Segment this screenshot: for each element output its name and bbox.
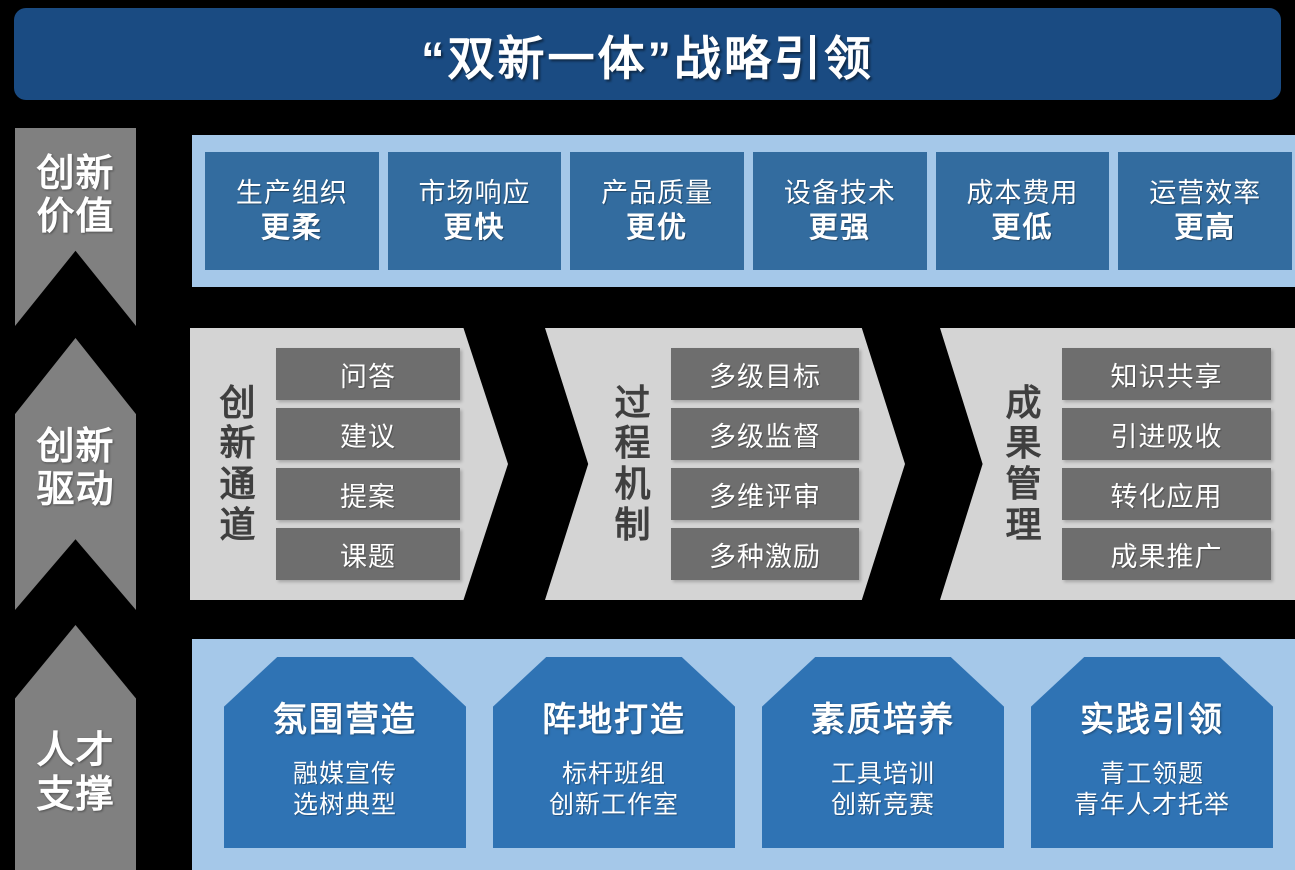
sidebar-arrow-label: 创新 价值 bbox=[36, 152, 115, 238]
value-box-highlight: 更低 bbox=[991, 211, 1054, 244]
sidebar-arrow-talent-support[interactable]: 人才 支撑 bbox=[15, 625, 136, 870]
sidebar-arrow-label: 人才 支撑 bbox=[36, 730, 115, 816]
value-box-highlight: 更柔 bbox=[260, 211, 323, 244]
process-item[interactable]: 提案 bbox=[276, 468, 460, 520]
value-box-title: 市场响应 bbox=[418, 177, 531, 208]
value-box-highlight: 更优 bbox=[626, 211, 689, 244]
talent-panel: 氛围营造 融媒宣传 选树典型 阵地打造 标杆班组 创新工作室 素质培养 工具培训… bbox=[192, 639, 1295, 870]
value-box-highlight: 更高 bbox=[1174, 211, 1237, 244]
process-item-list: 知识共享 引进吸收 转化应用 成果推广 bbox=[1062, 348, 1271, 580]
value-box-title: 生产组织 bbox=[235, 177, 348, 208]
talent-box-title: 氛围营造 bbox=[273, 700, 417, 739]
talent-box-title: 实践引领 bbox=[1080, 700, 1224, 739]
process-panel-title: 过程机制 bbox=[614, 381, 652, 545]
value-box-highlight: 更强 bbox=[808, 211, 871, 244]
process-item[interactable]: 建议 bbox=[276, 408, 460, 460]
process-item-list: 多级目标 多级监督 多维评审 多种激励 bbox=[671, 348, 859, 580]
value-box[interactable]: 成本费用 更低 bbox=[935, 152, 1110, 270]
process-panel-process-mechanism: 过程机制 多级目标 多级监督 多维评审 多种激励 bbox=[545, 328, 905, 600]
talent-box-subtitle: 标杆班组 创新工作室 bbox=[548, 759, 679, 819]
process-panel-innovation-channel: 创新通道 问答 建议 提案 课题 bbox=[190, 328, 508, 600]
talent-box[interactable]: 实践引领 青工领题 青年人才托举 bbox=[1031, 657, 1273, 848]
process-item[interactable]: 引进吸收 bbox=[1062, 408, 1271, 460]
talent-box-subtitle: 青工领题 青年人才托举 bbox=[1073, 759, 1230, 819]
value-box[interactable]: 设备技术 更强 bbox=[753, 152, 927, 270]
process-item[interactable]: 多种激励 bbox=[671, 528, 859, 580]
sidebar-arrow-label: 创新 驱动 bbox=[36, 425, 115, 511]
process-item[interactable]: 转化应用 bbox=[1062, 468, 1271, 520]
value-box-highlight: 更快 bbox=[443, 211, 506, 244]
process-item[interactable]: 成果推广 bbox=[1062, 528, 1271, 580]
talent-box-subtitle: 融媒宣传 选树典型 bbox=[292, 759, 397, 819]
title-banner: “双新一体”战略引领 bbox=[14, 8, 1281, 100]
talent-box-title: 阵地打造 bbox=[542, 700, 686, 739]
value-box-title: 运营效率 bbox=[1149, 177, 1262, 208]
talent-box-list: 氛围营造 融媒宣传 选树典型 阵地打造 标杆班组 创新工作室 素质培养 工具培训… bbox=[224, 657, 1273, 848]
talent-box-title: 素质培养 bbox=[811, 700, 955, 739]
process-item[interactable]: 知识共享 bbox=[1062, 348, 1271, 400]
sidebar-arrow-innovation-drive[interactable]: 创新 驱动 bbox=[15, 338, 136, 610]
value-box-title: 产品质量 bbox=[601, 177, 714, 208]
talent-box-subtitle: 工具培训 创新竞赛 bbox=[830, 759, 935, 819]
value-box[interactable]: 运营效率 更高 bbox=[1118, 152, 1293, 270]
process-item[interactable]: 多级监督 bbox=[671, 408, 859, 460]
page-title: “双新一体”战略引领 bbox=[421, 31, 874, 85]
process-panel-title: 成果管理 bbox=[1005, 381, 1043, 545]
value-box-title: 成本费用 bbox=[966, 177, 1079, 208]
process-item[interactable]: 多维评审 bbox=[671, 468, 859, 520]
value-panel: 生产组织 更柔 市场响应 更快 产品质量 更优 设备技术 更强 成本费用 更低 … bbox=[192, 135, 1295, 287]
value-box[interactable]: 市场响应 更快 bbox=[387, 152, 562, 270]
process-panel-achievement-management: 成果管理 知识共享 引进吸收 转化应用 成果推广 bbox=[940, 328, 1295, 600]
process-item[interactable]: 多级目标 bbox=[671, 348, 859, 400]
value-box-title: 设备技术 bbox=[783, 177, 896, 208]
process-item[interactable]: 课题 bbox=[276, 528, 460, 580]
talent-box[interactable]: 素质培养 工具培训 创新竞赛 bbox=[762, 657, 1004, 848]
process-panel-title: 创新通道 bbox=[219, 381, 257, 545]
value-box[interactable]: 生产组织 更柔 bbox=[205, 152, 379, 270]
sidebar-arrow-innovation-value[interactable]: 创新 价值 bbox=[15, 128, 136, 326]
value-box[interactable]: 产品质量 更优 bbox=[570, 152, 745, 270]
value-box-list: 生产组织 更柔 市场响应 更快 产品质量 更优 设备技术 更强 成本费用 更低 … bbox=[205, 152, 1293, 270]
talent-box[interactable]: 阵地打造 标杆班组 创新工作室 bbox=[493, 657, 735, 848]
process-item[interactable]: 问答 bbox=[276, 348, 460, 400]
talent-box[interactable]: 氛围营造 融媒宣传 选树典型 bbox=[224, 657, 466, 848]
process-item-list: 问答 建议 提案 课题 bbox=[276, 348, 460, 580]
